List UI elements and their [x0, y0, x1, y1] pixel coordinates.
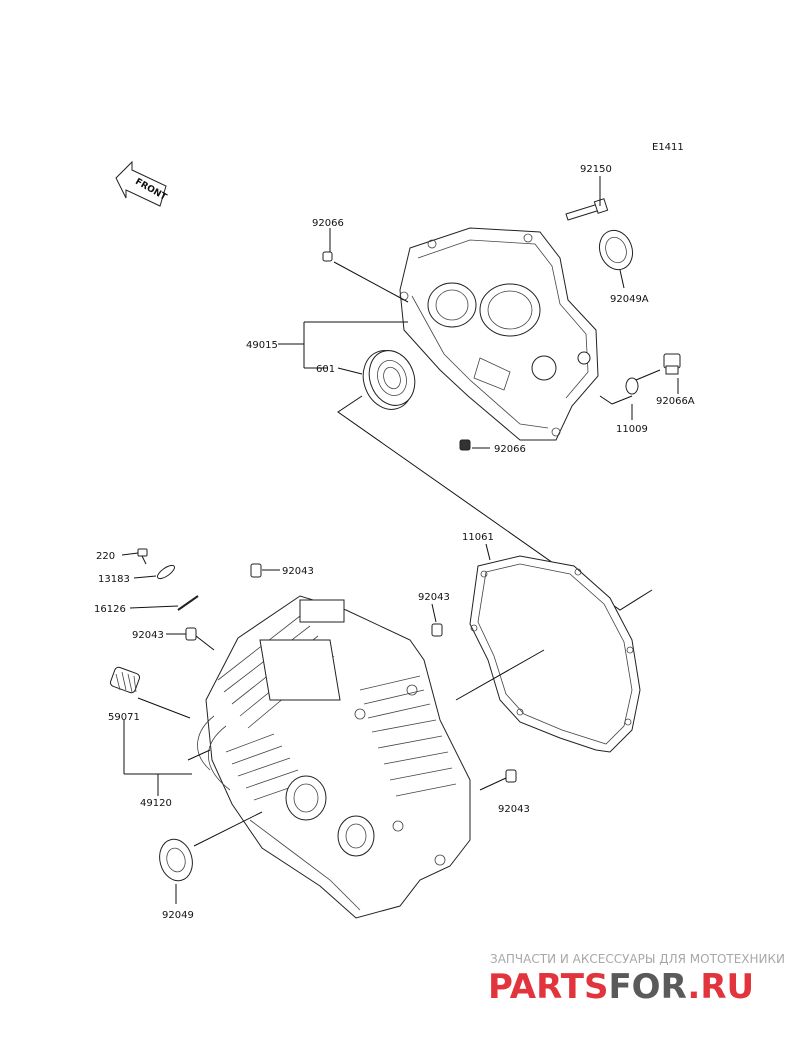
part-label: 92066: [312, 218, 344, 229]
leader-lines-bottom: [121, 552, 545, 904]
watermark-brand: PARTSFOR.RU: [488, 967, 754, 1007]
part-label: 92066: [494, 444, 526, 455]
washer-11009-drawing: [625, 377, 639, 395]
part-label: 92043: [498, 804, 530, 815]
part-label: 92043: [418, 592, 450, 603]
crankcase-cover-drawing: [399, 227, 599, 441]
part-label: 13183: [98, 574, 130, 585]
oil-seal-92049A-drawing: [598, 229, 634, 271]
watermark-tagline: ЗАПЧАСТИ И АКСЕССУАРЫ ДЛЯ МОТОТЕХНИКИ: [490, 952, 785, 966]
watermark: ЗАПЧАСТИ И АКСЕССУАРЫ ДЛЯ МОТОТЕХНИКИ PA…: [488, 952, 785, 1007]
dowel-92043-c-drawing: [431, 623, 443, 637]
part-label: 49015: [246, 340, 278, 351]
dowel-92043-b-drawing: [185, 627, 197, 641]
part-label: 92049: [162, 910, 194, 921]
plug-92066A-drawing: [663, 353, 681, 375]
bolt-220-drawing: [137, 548, 148, 565]
part-label: 49120: [140, 798, 172, 809]
part-label: 59071: [108, 712, 140, 723]
bolt-92150-drawing: [565, 198, 609, 221]
dowel-92043-a-drawing: [250, 563, 262, 578]
part-label: 11061: [462, 532, 494, 543]
part-labels: 92150 92066 92049A 49015 601 11009 92066…: [94, 164, 695, 921]
front-arrow-icon: FRONT: [115, 160, 169, 207]
leader-lines-top: [278, 176, 679, 449]
part-label: 92066A: [656, 396, 695, 407]
dowel-92043-d-drawing: [505, 769, 517, 783]
watermark-brand-a: PARTS: [488, 967, 608, 1007]
part-label: 92043: [282, 566, 314, 577]
dowel-92066-bottom-drawing: [459, 439, 471, 451]
watermark-brand-c: .RU: [687, 967, 754, 1007]
part-label: 92049A: [610, 294, 649, 305]
part-label: 11009: [616, 424, 648, 435]
crankcase-drawing: [197, 595, 471, 919]
bearing-601-drawing: [362, 350, 416, 410]
gasket-16126-drawing: [177, 595, 199, 611]
watermark-brand-b: FOR: [608, 967, 687, 1007]
oil-seal-92049-drawing: [159, 838, 193, 882]
gasket-leader: [337, 395, 653, 611]
gasket-11061-drawing: [469, 555, 641, 753]
plug-59071-drawing: [109, 666, 141, 694]
part-label: 16126: [94, 604, 126, 615]
gasket-label-leader: [485, 543, 491, 561]
plate-13183-drawing: [156, 564, 176, 580]
part-label: 92150: [580, 164, 612, 175]
figure-code: E1411: [652, 142, 684, 153]
part-label: 601: [316, 364, 335, 375]
dowel-92066-top-drawing: [322, 251, 333, 262]
part-label: 220: [96, 551, 115, 562]
part-label: 92043: [132, 630, 164, 641]
